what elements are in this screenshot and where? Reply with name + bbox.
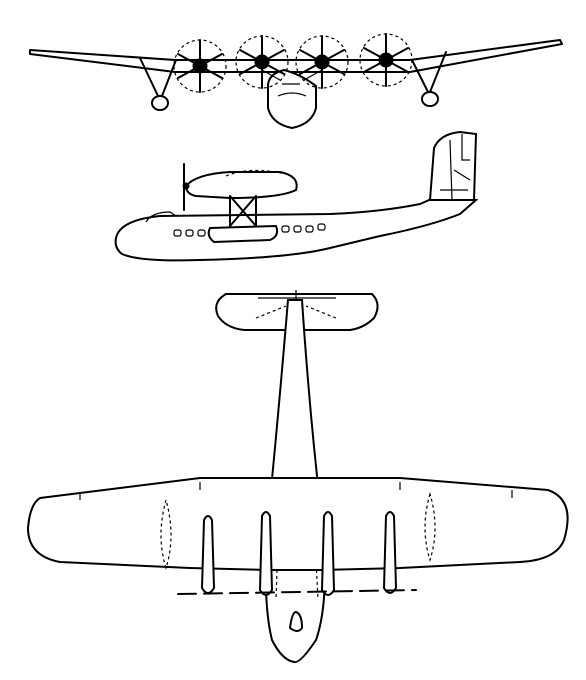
front-cockpit <box>277 92 307 97</box>
side-windows <box>173 223 326 237</box>
front-right-float-struts <box>411 51 447 93</box>
side-view <box>114 130 479 262</box>
top-wing-seams <box>79 482 513 500</box>
side-sponson <box>207 224 279 244</box>
side-cockpit <box>145 211 177 223</box>
front-engine-3 <box>295 35 349 89</box>
side-wing-nacelle <box>184 171 298 200</box>
front-wing <box>29 39 563 73</box>
side-tail-rudder <box>461 134 470 161</box>
top-view <box>26 290 569 664</box>
front-engine-1 <box>173 39 227 93</box>
side-wing-struts <box>229 195 257 227</box>
front-left-float-struts <box>139 57 177 97</box>
side-wing-dashed <box>225 169 287 177</box>
front-hull <box>267 68 317 130</box>
top-engine-2 <box>258 511 274 596</box>
window <box>281 225 290 233</box>
propeller-blades-1 <box>177 39 223 93</box>
side-tail-fin <box>428 130 478 201</box>
window <box>173 229 182 237</box>
top-engine-3 <box>320 511 336 596</box>
front-engine-2 <box>235 35 289 89</box>
side-hull <box>114 194 479 262</box>
propeller-blades-4 <box>363 33 409 87</box>
top-right-float <box>424 491 436 563</box>
propeller-blades-3 <box>299 35 345 89</box>
top-propeller-line <box>177 589 417 595</box>
window <box>317 223 326 231</box>
top-nose-detail <box>289 611 303 632</box>
top-wing <box>26 477 569 571</box>
window <box>305 225 314 233</box>
propeller-blades-2 <box>239 35 285 89</box>
front-left-float <box>151 95 169 111</box>
front-engine-4 <box>359 33 413 87</box>
top-engine-1 <box>200 515 216 594</box>
top-engine-4 <box>382 511 398 594</box>
window <box>293 225 302 233</box>
side-tail-detail <box>440 139 471 201</box>
window <box>197 229 206 237</box>
side-spinner <box>182 182 190 190</box>
front-hull-struts <box>261 69 323 81</box>
top-left-float <box>160 497 172 571</box>
front-right-float <box>421 91 439 107</box>
window <box>185 229 194 237</box>
front-view <box>29 33 563 130</box>
